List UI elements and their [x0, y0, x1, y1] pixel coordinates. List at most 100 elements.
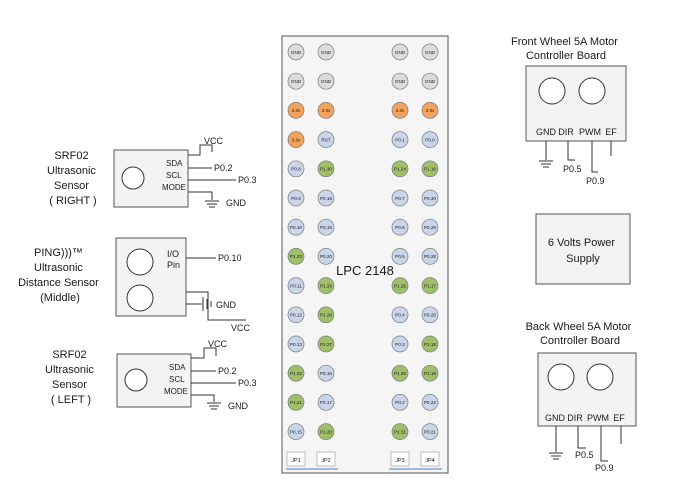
srf02-right-pin-sda: SDA	[166, 159, 183, 168]
pin-circle	[287, 72, 305, 90]
pin-label: P1.27	[320, 342, 332, 347]
pin-circle	[391, 423, 409, 440]
pin-label: P0.11	[290, 283, 302, 288]
front-motor-dir-wire	[567, 141, 575, 161]
pin-label: P0.19	[320, 225, 332, 230]
pin-circle	[391, 394, 409, 411]
ping-io-net: P0.10	[218, 253, 242, 263]
pin-circle	[391, 306, 409, 324]
srf02-right-scl-net: P0.3	[238, 175, 257, 185]
pin-circle	[317, 335, 335, 353]
back-motor-pin-gnd: GND	[545, 413, 566, 423]
pin-circle	[391, 189, 409, 207]
srf02-right-transducer	[121, 166, 145, 190]
board-outline	[281, 35, 449, 474]
pin-circle	[391, 248, 409, 265]
pin-label: P1.30	[320, 167, 332, 172]
pin-label: GND	[425, 50, 436, 55]
back-motor-pin-pwm: PWM	[587, 413, 609, 423]
pin-label: P0.5	[395, 254, 405, 259]
header-jp4-box	[420, 451, 440, 467]
pin-label: GND	[395, 50, 406, 55]
pin-circle	[317, 248, 335, 265]
pin-label: P0.20	[320, 254, 332, 259]
ping-vcc: VCC	[231, 323, 251, 333]
srf02-left-title: SRF02 Ultrasonic Sensor ( LEFT )	[45, 349, 97, 406]
back-motor-dir-wire	[577, 426, 586, 449]
header-jp4: JP4	[425, 458, 434, 464]
header-jp2-box	[316, 451, 336, 467]
pin-circle	[421, 423, 439, 440]
pin-circle	[421, 394, 439, 411]
ping-transducer-bottom	[126, 284, 154, 312]
ground-symbol-icon	[205, 200, 219, 208]
pin-label: P0.9	[291, 196, 301, 201]
power-supply-label: 6 Volts Power Supply	[548, 237, 618, 265]
srf02-left-gnd: GND	[228, 401, 249, 411]
pin-circle	[391, 218, 409, 236]
front-motor-pin-gnd: GND	[536, 127, 557, 137]
ping-transducer-top	[126, 248, 154, 276]
back-motor-pin-ef: EF	[613, 413, 625, 423]
srf02-right-pin-mode: MODE	[162, 183, 186, 192]
pin-circle	[317, 218, 335, 236]
pin-circle	[391, 335, 409, 353]
pin-circle	[317, 102, 335, 119]
pin-circle	[287, 131, 305, 148]
pin-grid: GNDGND3.3v3.3vP0.8P0.9P0.10P1.23P0.11P0.…	[287, 43, 439, 440]
srf02-right-gnd-wire	[188, 191, 213, 200]
pin-label: P0.29	[424, 225, 436, 230]
pin-label: P1.24	[394, 167, 406, 172]
lpc2148-board: GNDGND3.3v3.3vP0.8P0.9P0.10P1.23P0.11P0.…	[281, 35, 449, 474]
srf02-left-pin-mode: MODE	[164, 387, 188, 396]
power-supply: 6 Volts Power Supply	[535, 213, 631, 285]
pin-label: P1.16	[424, 167, 436, 172]
pin-label: P1.17	[424, 283, 436, 288]
pin-circle	[287, 43, 305, 61]
pin-circle	[317, 277, 335, 294]
pin-label: 3.3v	[396, 108, 405, 113]
srf02-right-pin-scl: SCL	[166, 171, 182, 180]
pin-circle	[287, 306, 305, 324]
pin-circle	[391, 102, 409, 119]
pin-label: P0.21	[424, 429, 436, 434]
header-jp1: JP1	[291, 458, 300, 464]
srf02-left-vcc: VCC	[208, 339, 228, 349]
back-motor-dir-net: P0.5	[575, 450, 594, 460]
srf02-left-pin-sda: SDA	[169, 363, 186, 372]
pin-label: RST	[321, 137, 330, 142]
srf02-left-sda-net: P0.2	[218, 366, 237, 376]
pin-label: 3.3v	[292, 137, 301, 142]
front-motor-controller: Front Wheel 5A Motor Controller Board GN…	[511, 36, 627, 186]
srf02-right-sda-net: P0.2	[214, 163, 233, 173]
ground-symbol-icon	[539, 160, 553, 168]
pin-circle	[421, 364, 439, 382]
front-motor-title: Front Wheel 5A Motor Controller Board	[511, 36, 621, 62]
pin-label: P0.7	[395, 196, 405, 201]
header-jp2: JP2	[321, 458, 330, 464]
pin-circle	[317, 189, 335, 207]
pin-circle	[287, 364, 305, 382]
pin-label: P0.22	[424, 400, 436, 405]
pin-label: P0.15	[290, 429, 302, 434]
header-labels: JP1 JP2 JP3 JP4	[286, 451, 442, 470]
pin-circle	[421, 102, 439, 119]
pin-circle	[391, 160, 409, 178]
pin-circle	[317, 72, 335, 90]
pin-label: P0.0	[425, 137, 435, 142]
pin-label: P0.2	[395, 400, 405, 405]
back-motor-title: Back Wheel 5A Motor Controller Board	[526, 321, 635, 347]
front-motor-connector-right	[578, 77, 606, 105]
pin-circle	[287, 277, 305, 294]
pin-label: P0.6	[395, 225, 405, 230]
front-motor-pin-dir: DIR	[558, 127, 574, 137]
pin-circle	[391, 72, 409, 90]
back-motor-pin-dir: DIR	[567, 413, 583, 423]
front-motor-dir-net: P0.5	[563, 164, 582, 174]
pin-label: GND	[291, 79, 302, 84]
ping-sensor: PING)))™ Ultrasonic Distance Sensor (Mid…	[18, 237, 251, 333]
pin-label: GND	[321, 79, 332, 84]
pin-label: P0.28	[424, 254, 436, 259]
pin-label: P0.18	[320, 196, 332, 201]
pin-label: P1.28	[320, 313, 332, 318]
